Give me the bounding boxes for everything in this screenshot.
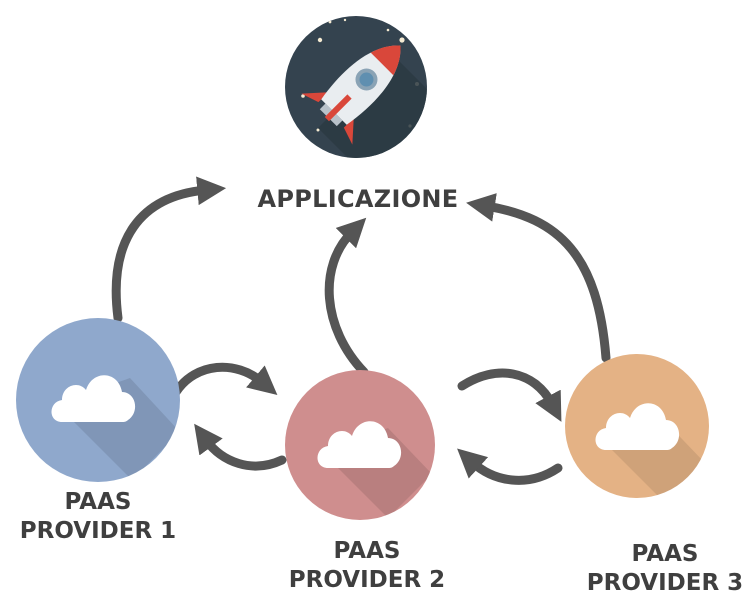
arrow-provider3-to-provider2 bbox=[457, 448, 563, 485]
arrow-provider2-to-provider1 bbox=[194, 423, 287, 471]
provider-3-node bbox=[565, 354, 709, 498]
provider-3-label-line2: PROVIDER 3 bbox=[586, 569, 744, 596]
application-label: APPLICAZIONE bbox=[228, 184, 488, 214]
arrows bbox=[111, 176, 611, 485]
arrow-provider1-to-app bbox=[111, 176, 227, 323]
provider-2-node bbox=[285, 370, 435, 520]
application-label-text: APPLICAZIONE bbox=[257, 185, 459, 213]
provider-1-node bbox=[16, 318, 180, 482]
arrow-provider1-to-provider2 bbox=[171, 362, 278, 397]
arrow-provider2-to-app bbox=[324, 217, 369, 377]
cloud-icon bbox=[595, 403, 680, 450]
provider-2-label-line1: PAAS bbox=[333, 538, 401, 564]
provider-1-label-line1: PAAS bbox=[64, 489, 132, 515]
arrow-provider2-to-provider3 bbox=[457, 368, 562, 422]
provider-2-label: PAAS PROVIDER 2 bbox=[262, 537, 472, 595]
provider-1-label-line2: PROVIDER 1 bbox=[19, 517, 177, 544]
cloud-icon bbox=[317, 421, 402, 468]
cloud-icon bbox=[51, 375, 136, 422]
application-node bbox=[285, 16, 427, 158]
rocket-icon bbox=[301, 18, 427, 158]
provider-1-label: PAAS PROVIDER 1 bbox=[0, 488, 196, 546]
provider-3-label: PAAS PROVIDER 3 bbox=[560, 540, 756, 598]
provider-3-label-line1: PAAS bbox=[631, 541, 699, 567]
arrow-provider3-to-app bbox=[466, 193, 611, 363]
provider-2-label-line2: PROVIDER 2 bbox=[288, 566, 446, 593]
